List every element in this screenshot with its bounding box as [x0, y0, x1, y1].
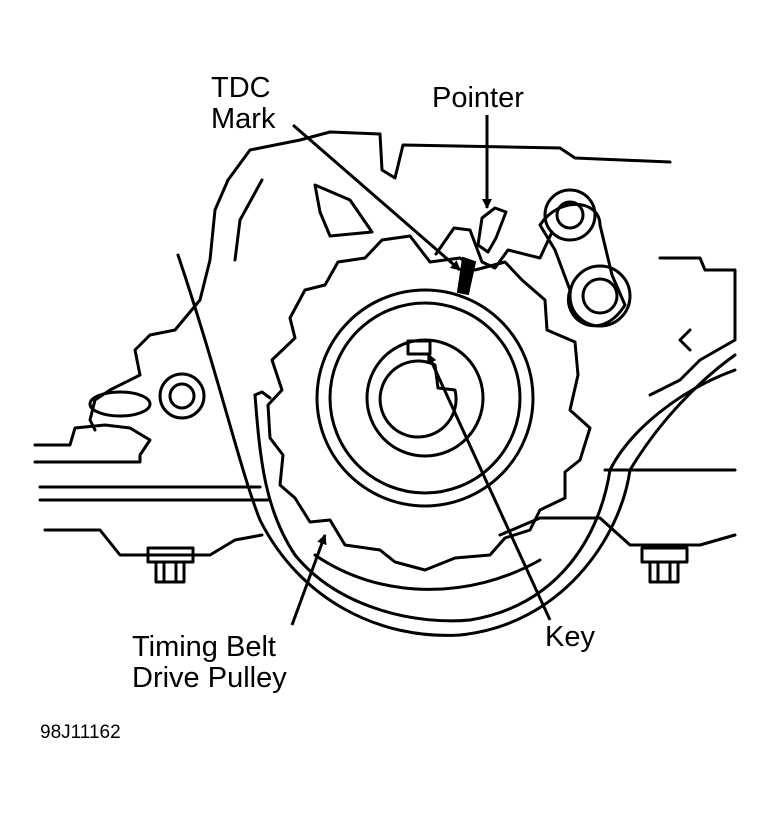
idler-lower-ring-inner — [581, 277, 619, 315]
tdc-label-line1: TDC — [211, 72, 271, 104]
engine-block-lower-left — [33, 423, 152, 464]
belt-cover-inner-cap — [253, 390, 272, 400]
key-label: Key — [545, 621, 595, 653]
timing-pointer — [476, 206, 508, 254]
hex-bolt-icon-left — [146, 546, 195, 584]
pulley-leader-arrow — [290, 534, 327, 626]
crank-key — [406, 339, 432, 356]
pointer-label: Pointer — [432, 82, 524, 114]
engine-block-outline — [226, 130, 672, 182]
drive-pulley-teeth — [266, 234, 592, 572]
tdc-mark — [456, 256, 477, 296]
figure-code: 98J11162 — [40, 722, 121, 743]
hex-bolt-icon-right — [640, 546, 689, 584]
pointer-bracket — [434, 226, 554, 270]
engine-block-right-inner — [678, 328, 692, 352]
engine-block-left — [88, 178, 230, 432]
pulley-hub-inner — [328, 301, 522, 495]
key-leader-arrow — [426, 353, 552, 621]
engine-block-frame-top-left — [233, 178, 264, 262]
tdc-label-line2: Mark — [211, 103, 276, 135]
pulley-bore — [378, 359, 458, 439]
pulley-label-line1: Timing Belt — [132, 631, 276, 663]
tdc-mark-label: TDC Mark — [211, 73, 275, 135]
belt-guide-arc — [313, 553, 542, 591]
idler-lower-ring-outer — [568, 264, 632, 328]
idler-arm — [538, 202, 627, 328]
engine-block-sill-left — [43, 528, 264, 557]
engine-block-right-contour — [648, 256, 737, 397]
pulley-label-line2: Drive Pulley — [132, 662, 287, 694]
idler-upper-ring-outer — [543, 188, 597, 242]
left-boss-outer — [158, 372, 206, 420]
belt-cover-inner — [253, 368, 737, 623]
left-boss-inner — [168, 382, 196, 410]
engine-block-upper-contour — [313, 183, 374, 238]
pulley-hub-outer — [315, 288, 535, 508]
tdc-leader-arrow — [292, 123, 461, 272]
idler-upper-ring-inner — [555, 200, 585, 230]
pulley-label: Timing Belt Drive Pulley — [132, 632, 287, 694]
oil-port-ellipse — [88, 390, 152, 418]
belt-cover-outer — [176, 253, 737, 637]
